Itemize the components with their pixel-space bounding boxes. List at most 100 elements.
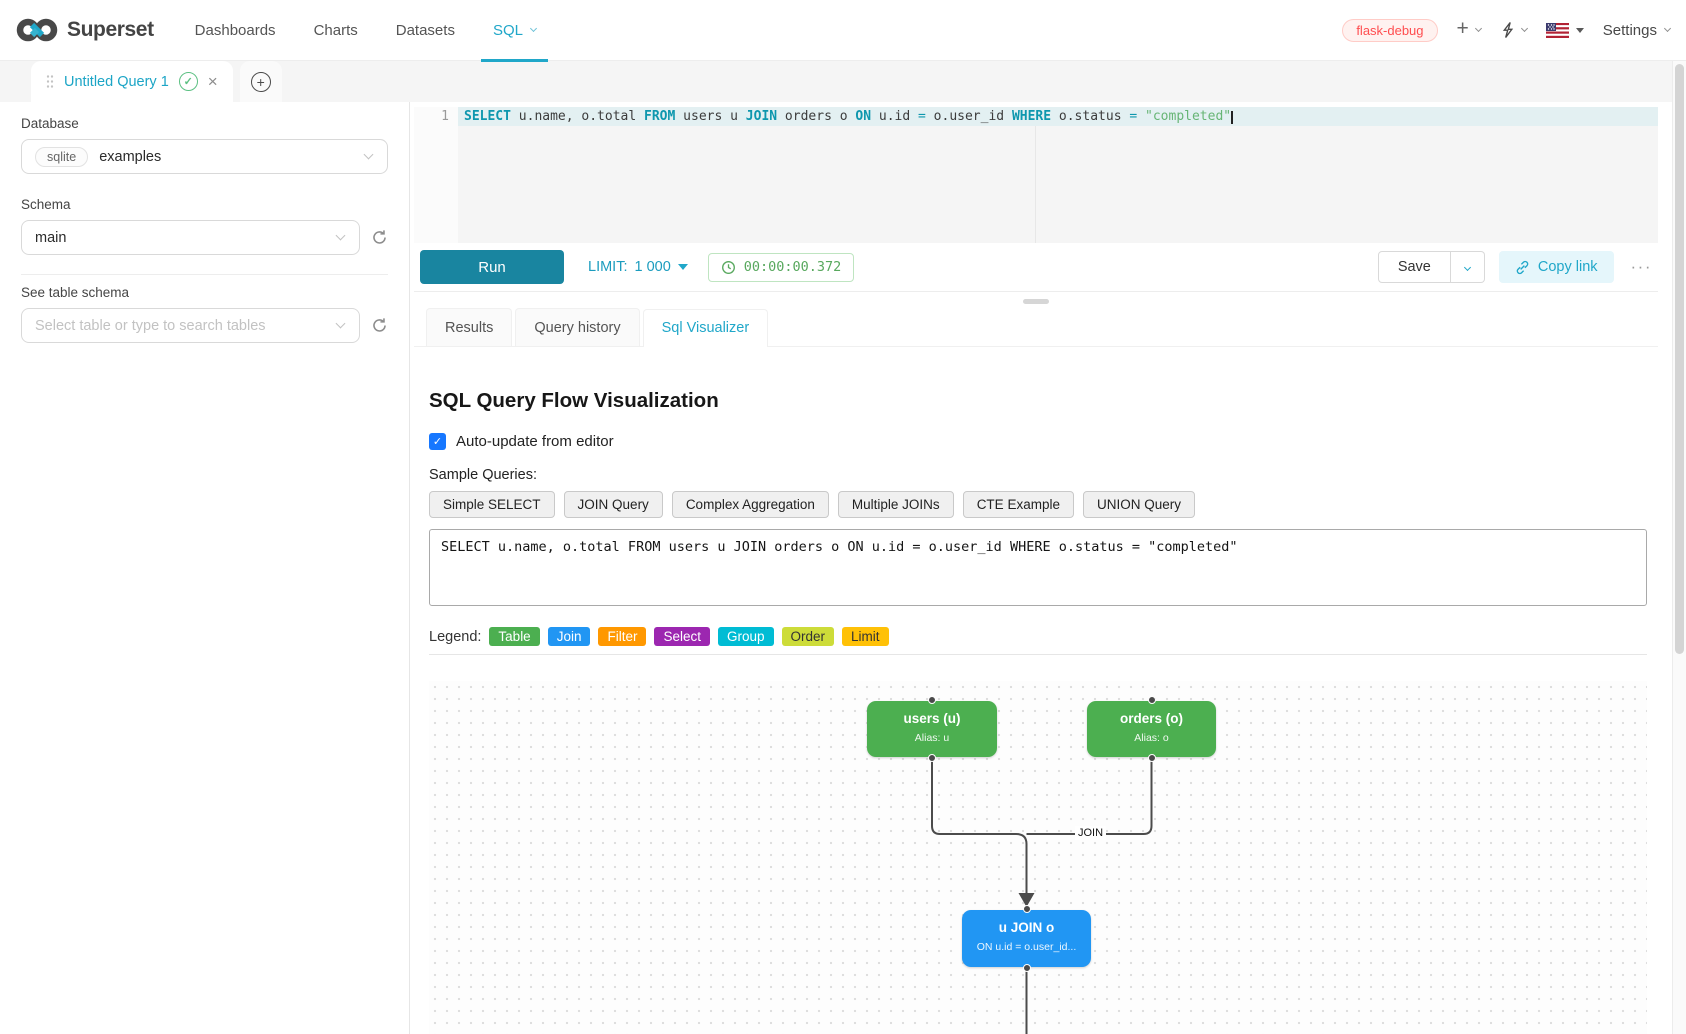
table-search-placeholder: Select table or type to search tables (35, 317, 266, 334)
editor-toolbar: Run LIMIT: 1 000 00:00:00.372 Save (414, 243, 1658, 292)
sample-join-query-button[interactable]: JOIN Query (563, 491, 663, 518)
editor-print-margin (1035, 107, 1036, 243)
sample-query-buttons: Simple SELECT JOIN Query Complex Aggrega… (429, 491, 1647, 518)
navbar-right: flask-debug + Settings (1342, 17, 1672, 42)
query-tab-active[interactable]: Untitled Query 1 ✓ × (31, 61, 233, 102)
legend-chip-order: Order (781, 627, 835, 646)
legend-row: Legend: Table Join Filter Select Group O… (429, 627, 1647, 646)
sqllab-main-pane: 1 SELECT u.name, o.total FROM users u JO… (410, 102, 1666, 1034)
panel-divider (21, 274, 388, 275)
top-navbar: Superset Dashboards Charts Datasets SQL … (0, 0, 1686, 62)
query-search-button[interactable] (1500, 21, 1528, 39)
lightning-bolt-icon (1502, 22, 1513, 38)
legend-chip-select: Select (654, 627, 710, 646)
copy-link-button[interactable]: Copy link (1498, 251, 1614, 283)
nav-item-sql[interactable]: SQL (474, 0, 555, 62)
auto-update-row: ✓ Auto-update from editor (429, 433, 1647, 450)
new-query-tab-button[interactable]: + (239, 61, 282, 102)
sqllab-left-panel: Database sqlite examples Schema main See… (0, 102, 410, 1034)
plus-icon: + (1456, 17, 1469, 40)
sample-union-query-button[interactable]: UNION Query (1082, 491, 1195, 518)
sample-multiple-joins-button[interactable]: Multiple JOINs (837, 491, 954, 518)
refresh-icon (373, 230, 386, 244)
chevron-down-icon (1474, 24, 1482, 32)
table-schema-label: See table schema (21, 285, 130, 300)
schema-select-value: main (35, 229, 67, 246)
new-item-button[interactable]: + (1456, 17, 1482, 40)
legend-chip-limit: Limit (842, 627, 889, 646)
node-subtitle: Alias: o (1134, 732, 1169, 744)
chevron-down-icon (335, 318, 346, 329)
more-actions-button[interactable]: ··· (1630, 257, 1652, 276)
text-cursor (1231, 111, 1234, 124)
close-tab-icon[interactable]: × (207, 72, 218, 91)
database-label: Database (21, 116, 79, 131)
sql-editor[interactable]: 1 SELECT u.name, o.total FROM users u JO… (414, 107, 1658, 243)
chevron-down-icon (363, 149, 374, 160)
database-select[interactable]: sqlite examples (21, 139, 388, 174)
flow-canvas[interactable]: users (u) Alias: u orders (o) Alias: o J… (429, 681, 1647, 1034)
tab-results[interactable]: Results (426, 308, 513, 346)
legend-chip-group: Group (718, 627, 774, 646)
join-edge-label: JOIN (1075, 826, 1107, 840)
tab-query-history[interactable]: Query history (515, 308, 640, 346)
node-handle[interactable] (1147, 754, 1156, 762)
legend-chip-join: Join (547, 627, 591, 646)
tab-sql-visualizer[interactable]: Sql Visualizer (642, 309, 769, 347)
flow-node-orders[interactable]: orders (o) Alias: o (1087, 696, 1216, 762)
schema-label: Schema (21, 197, 71, 212)
language-picker[interactable] (1545, 22, 1584, 38)
sql-code-line[interactable]: SELECT u.name, o.total FROM users u JOIN… (458, 107, 1658, 126)
page-title: SQL Query Flow Visualization (429, 389, 719, 412)
link-icon (1516, 260, 1529, 274)
save-options-button[interactable] (1450, 251, 1485, 283)
sample-simple-select-button[interactable]: Simple SELECT (429, 491, 555, 518)
page-scrollbar[interactable] (1672, 61, 1686, 1034)
node-handle[interactable] (928, 754, 936, 762)
brand-name: Superset (67, 18, 154, 41)
arrowhead-icon (1018, 893, 1035, 907)
run-query-button[interactable]: Run (420, 250, 564, 284)
pane-resize-handle[interactable] (1023, 299, 1049, 304)
main-menu: Dashboards Charts Datasets SQL (176, 0, 555, 62)
node-subtitle: ON u.id = o.user_id... (976, 941, 1077, 953)
flow-node-users[interactable]: users (u) Alias: u (867, 696, 997, 762)
node-title: users (u) (903, 711, 961, 726)
refresh-tables-button[interactable] (371, 317, 388, 334)
table-search-select[interactable]: Select table or type to search tables (21, 308, 360, 343)
node-handle[interactable] (928, 696, 936, 704)
nav-item-dashboards[interactable]: Dashboards (194, 21, 276, 39)
auto-update-checkbox[interactable]: ✓ (429, 433, 446, 450)
chevron-down-icon (1520, 24, 1528, 32)
drag-handle-icon[interactable] (46, 74, 54, 89)
node-subtitle: Alias: u (914, 732, 950, 744)
legend-chip-table: Table (489, 627, 540, 646)
editor-gutter: 1 (414, 107, 458, 243)
node-handle[interactable] (1022, 964, 1031, 972)
node-handle[interactable] (1022, 905, 1031, 913)
query-input[interactable]: SELECT u.name, o.total FROM users u JOIN… (429, 529, 1647, 606)
refresh-icon (373, 318, 386, 332)
node-handle[interactable] (1147, 696, 1156, 704)
scrollbar-thumb[interactable] (1675, 64, 1684, 654)
save-button[interactable]: Save (1377, 251, 1451, 283)
superset-logo[interactable]: Superset (16, 16, 154, 44)
nav-item-charts[interactable]: Charts (313, 21, 358, 39)
legend-label: Legend: (429, 628, 482, 645)
nav-item-datasets[interactable]: Datasets (395, 21, 455, 39)
sample-complex-aggregation-button[interactable]: Complex Aggregation (671, 491, 829, 518)
sample-queries-label: Sample Queries: (429, 467, 537, 483)
sql-visualizer-panel: SQL Query Flow Visualization ✓ Auto-upda… (414, 347, 1658, 1034)
node-title: orders (o) (1119, 711, 1183, 726)
settings-menu[interactable]: Settings (1603, 22, 1672, 39)
chevron-down-icon (335, 230, 346, 241)
chevron-down-icon (1663, 24, 1672, 32)
chevron-down-icon (529, 24, 538, 32)
limit-dropdown[interactable]: LIMIT: 1 000 (588, 259, 688, 275)
schema-select[interactable]: main (21, 220, 360, 255)
refresh-schemas-button[interactable] (371, 229, 388, 246)
flow-node-join[interactable]: u JOIN o ON u.id = o.user_id... (962, 905, 1091, 972)
sample-cte-example-button[interactable]: CTE Example (962, 491, 1074, 518)
section-divider (429, 654, 1647, 655)
query-tab-strip: Untitled Query 1 ✓ × + (0, 61, 1686, 102)
